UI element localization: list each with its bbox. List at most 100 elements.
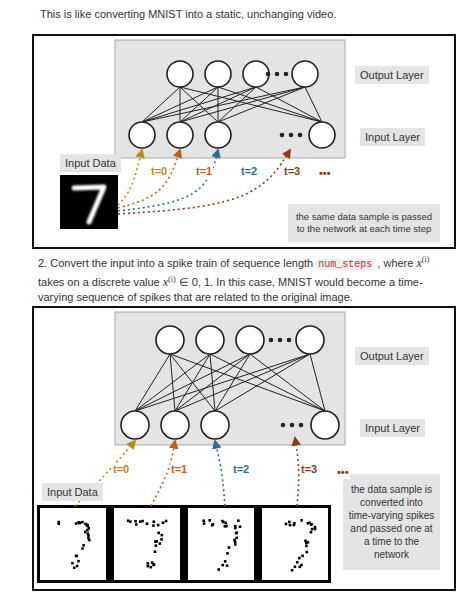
spike-pixel	[296, 561, 299, 564]
spike-pixel	[234, 540, 237, 543]
time-step-label: t=3	[300, 463, 318, 476]
spike-pixel	[224, 522, 227, 525]
node-text: Output Layer	[360, 350, 424, 362]
spike-pixel	[212, 523, 215, 526]
note-box: the data sample is converted into time-v…	[343, 474, 440, 570]
spike-pixel	[77, 560, 80, 563]
neuron	[311, 411, 339, 439]
layer-label-box: Output Layer	[355, 66, 429, 84]
spike-frame	[262, 508, 328, 580]
synapse-line	[170, 354, 175, 411]
spike-pixel	[135, 523, 138, 526]
spike-pixel	[208, 519, 211, 522]
synapse-line	[135, 354, 310, 411]
spike-pixel	[294, 565, 297, 568]
synapse-line	[180, 87, 218, 122]
spike-pixel	[310, 523, 313, 526]
ellipsis-dot	[290, 423, 295, 428]
spike-pixel	[152, 564, 155, 567]
node-text: Output Layer	[360, 69, 424, 81]
spike-pixel	[239, 525, 242, 528]
spike-pixel	[151, 561, 154, 564]
spike-pixel	[310, 531, 313, 534]
paragraph-text: (i)	[422, 255, 430, 264]
time-step-label: t=1	[195, 165, 213, 178]
synapse-line	[180, 87, 322, 122]
neuron	[296, 326, 324, 354]
node-text: Input Data	[65, 157, 116, 169]
ellipsis-label: •••	[336, 466, 350, 479]
synapse-line	[218, 87, 305, 122]
spike-pixel	[157, 524, 160, 527]
spike-pixel	[202, 519, 205, 522]
ellipsis-dot	[284, 72, 289, 77]
spike-pixel	[300, 519, 303, 522]
spike-pixel	[155, 540, 158, 543]
spike-pixel	[304, 540, 307, 543]
paragraph-text: x	[163, 275, 168, 289]
synapse-line	[142, 87, 305, 122]
paragraph-text: , where	[377, 257, 413, 269]
digit-seven	[74, 187, 104, 222]
neuron	[205, 122, 231, 148]
synapse-line	[180, 87, 305, 122]
panel-frame	[33, 307, 455, 590]
spike-pixel	[162, 521, 165, 524]
neuron	[236, 326, 264, 354]
paragraph-text: takes on a discrete value	[38, 276, 160, 288]
note-box: the same data sample is passed to the ne…	[288, 204, 440, 242]
layer-label-box: Input Layer	[360, 419, 425, 437]
node-text: Input Layer	[365, 422, 420, 434]
spike-pixel	[71, 562, 74, 565]
spike-strip	[37, 505, 331, 583]
neuron	[196, 326, 224, 354]
spike-pixel	[307, 541, 310, 544]
spike-pixel	[141, 520, 144, 523]
spike-pixel	[159, 542, 162, 545]
spike-pixel	[221, 520, 224, 523]
spike-pixel	[75, 522, 78, 525]
synapse-line	[175, 354, 250, 411]
spike-pixel	[139, 520, 142, 523]
spike-pixel	[285, 523, 288, 526]
neuron	[129, 122, 155, 148]
layer-label-box: Input Data	[42, 483, 103, 501]
ellipsis-label: •••	[318, 167, 332, 180]
node-text: the data sample is converted into time-v…	[348, 483, 435, 561]
ellipsis-dot	[281, 423, 286, 428]
spike-pixel	[235, 532, 238, 535]
spike-pixel	[73, 566, 76, 569]
synapse-line	[175, 354, 310, 411]
spike-pixel	[310, 523, 313, 526]
ellipsis-dot	[289, 133, 294, 138]
synapse-line	[210, 354, 325, 411]
spike-pixel	[298, 557, 301, 560]
spike-pixel	[305, 551, 308, 554]
spike-pixel	[84, 531, 87, 534]
time-step-arrow	[215, 441, 225, 506]
spike-pixel	[236, 531, 239, 534]
ellipsis-dot	[298, 133, 303, 138]
neuron	[309, 122, 335, 148]
spike-pixel	[81, 521, 84, 524]
spike-pixel	[147, 562, 150, 565]
ellipsis-dot	[269, 338, 274, 343]
synapse-line	[180, 87, 181, 122]
spike-frame	[188, 508, 254, 580]
paragraph-text: (i)	[168, 275, 176, 284]
ellipsis-dot	[278, 338, 283, 343]
synapse-line	[215, 354, 250, 411]
spike-pixel	[165, 520, 168, 523]
spike-pixel	[203, 522, 206, 525]
synapse-line	[310, 354, 325, 411]
node-text: Input Data	[47, 486, 98, 498]
neuron	[201, 411, 229, 439]
spike-pixel	[77, 521, 80, 524]
synapse-line	[135, 354, 210, 411]
spike-frame	[114, 508, 180, 580]
synapse-line	[218, 87, 219, 122]
neuron	[167, 61, 193, 87]
synapse-line	[142, 87, 180, 122]
paragraph-text: x	[416, 256, 421, 270]
layer-label-box: Input Layer	[360, 128, 425, 146]
